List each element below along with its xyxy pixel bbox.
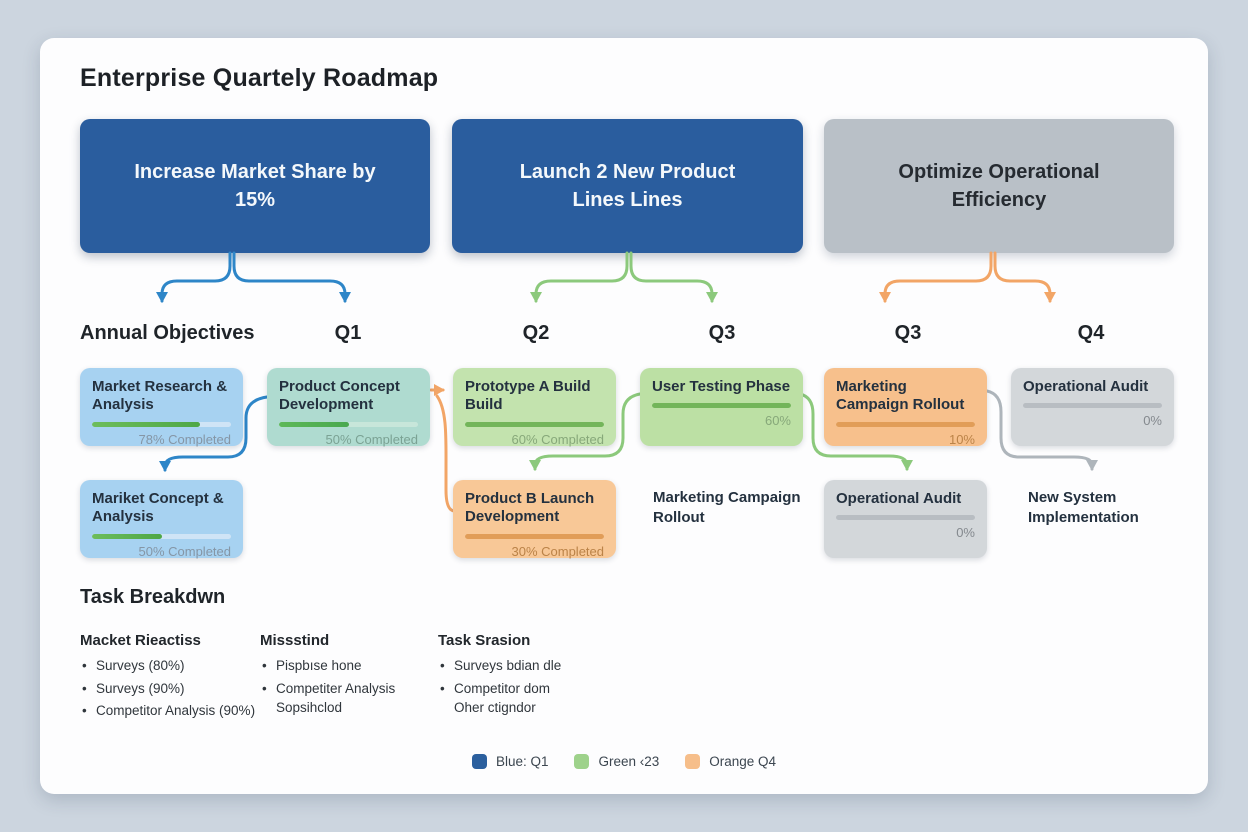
progress-bar xyxy=(465,533,604,539)
task-card-operational-audit-2: Operational Audit 0% xyxy=(824,480,987,558)
progress-fill xyxy=(465,421,604,427)
bullet-item: Surveys (80%) xyxy=(80,656,260,676)
legend-chip xyxy=(471,754,487,769)
bullet-item: Surveys (90%) xyxy=(80,679,260,699)
card-title: Product Concept Development xyxy=(279,378,400,414)
progress-percent: 60% xyxy=(764,413,791,429)
objective-label: Increase Market Share by 15% xyxy=(134,161,376,211)
progress-fill xyxy=(465,533,604,539)
progress-percent: 0% xyxy=(956,525,975,541)
card-title: User Testing Phase xyxy=(652,378,791,395)
progress-percent: 50% Completed xyxy=(138,543,232,559)
card-title: Marketing Campaign Rollout xyxy=(836,378,965,414)
timeline-label-q4: Q4 xyxy=(1077,322,1105,344)
progress-fill xyxy=(1023,403,1162,409)
progress-percent: 50% Completed xyxy=(325,431,419,447)
progress-fill xyxy=(836,515,975,521)
progress-bar xyxy=(1023,403,1162,409)
progress-fill xyxy=(652,403,791,409)
card-title: Product B Launch Development xyxy=(465,490,595,526)
progress-fill xyxy=(836,421,975,427)
task-card-prototype-a: Prototype A Build Build 60% Completed xyxy=(453,368,616,447)
card-title: Market Research & Analysis xyxy=(92,378,228,414)
progress-bar xyxy=(92,421,231,427)
bullet-item: Competiter Analysis Sopsihclod xyxy=(260,679,400,718)
progress-percent: 10% xyxy=(948,431,975,447)
progress-bar xyxy=(652,403,791,409)
legend-chip xyxy=(685,754,701,769)
card-title: Mariket Concept & Analysis xyxy=(92,490,224,526)
objective-box-market-share: Increase Market Share by 15% xyxy=(80,119,430,253)
task-card-mariket-concept: Mariket Concept & Analysis 50% Completed xyxy=(80,480,243,559)
progress-percent: 0% xyxy=(1143,413,1162,429)
objective-label: Optimize Operational Efficiency xyxy=(898,161,1100,211)
card-title: Prototype A Build Build xyxy=(465,378,591,414)
progress-percent: 78% Completed xyxy=(138,431,232,447)
breakdown-column-heading: Task Srasion xyxy=(438,632,531,649)
legend-item-blue: Blue: Q1 xyxy=(471,754,549,769)
progress-bar xyxy=(836,515,975,521)
progress-bar xyxy=(279,421,418,427)
breakdown-column-1: Macket Rieactiss Surveys (80%) Surveys (… xyxy=(80,632,260,724)
task-card-market-research: Market Research & Analysis 78% Completed xyxy=(80,368,243,447)
breakdown-column-heading: Missstind xyxy=(260,632,330,649)
objective-box-efficiency: Optimize Operational Efficiency xyxy=(824,119,1174,253)
breakdown-column-2: Missstind Pispbıse hone Competiter Analy… xyxy=(260,632,400,721)
task-card-user-testing: User Testing Phase 60% xyxy=(640,368,803,446)
legend: Blue: Q1 Green ‹23 Orange Q4 xyxy=(40,754,1208,769)
main-panel: Enterprise Quartely Roadmap Increase Mar… xyxy=(40,38,1208,794)
bullet-item: Surveys bdian dle xyxy=(438,656,568,676)
legend-item-green: Green ‹23 xyxy=(574,754,659,769)
bullet-item: Competitor dom Oher ctigndor xyxy=(438,679,568,718)
progress-bar xyxy=(465,421,604,427)
progress-fill xyxy=(279,421,349,427)
progress-fill xyxy=(92,421,201,427)
page-title: Enterprise Quartely Roadmap xyxy=(80,64,439,92)
timeline-label-q3: Q3 xyxy=(708,322,736,344)
card-title: Operational Audit xyxy=(836,490,962,507)
progress-bar xyxy=(92,533,231,539)
objective-label: Launch 2 New Product Lines Lines xyxy=(519,161,736,211)
legend-item-orange: Orange Q4 xyxy=(685,754,776,769)
bullet-item: Pispbıse hone xyxy=(260,656,400,676)
card-title: Operational Audit xyxy=(1023,378,1149,395)
progress-percent: 60% Completed xyxy=(511,431,605,447)
timeline-label-q1: Q1 xyxy=(334,322,362,344)
breakdown-column-heading: Macket Rieactiss xyxy=(80,632,201,649)
timeline-label-q3b: Q3 xyxy=(894,322,922,344)
bullet-item: Competitor Analysis (90%) xyxy=(80,701,260,721)
legend-chip xyxy=(574,754,590,769)
task-text-new-system: New System Implementation xyxy=(1028,489,1139,526)
objective-box-product-lines: Launch 2 New Product Lines Lines xyxy=(452,119,803,253)
legend-label: Orange Q4 xyxy=(709,754,777,769)
legend-label: Green ‹23 xyxy=(598,754,660,769)
task-card-product-b-launch: Product B Launch Development 30% Complet… xyxy=(453,480,616,559)
task-card-marketing-campaign: Marketing Campaign Rollout 10% xyxy=(824,368,987,447)
task-card-operational-audit: Operational Audit 0% xyxy=(1011,368,1174,446)
task-card-product-concept: Product Concept Development 50% Complete… xyxy=(267,368,430,447)
breakdown-column-3: Task Srasion Surveys bdian dle Competito… xyxy=(438,632,568,721)
progress-fill xyxy=(92,533,162,539)
legend-label: Blue: Q1 xyxy=(495,754,549,769)
progress-percent: 30% Completed xyxy=(511,543,605,559)
timeline-label-annual-objectives: Annual Objectives xyxy=(80,322,255,344)
task-text-marketing-campaign: Marketing Campaign Rollout xyxy=(653,489,801,526)
progress-bar xyxy=(836,421,975,427)
timeline-label-q2: Q2 xyxy=(522,322,550,344)
task-breakdown-title: Task Breakdwn xyxy=(80,586,226,608)
